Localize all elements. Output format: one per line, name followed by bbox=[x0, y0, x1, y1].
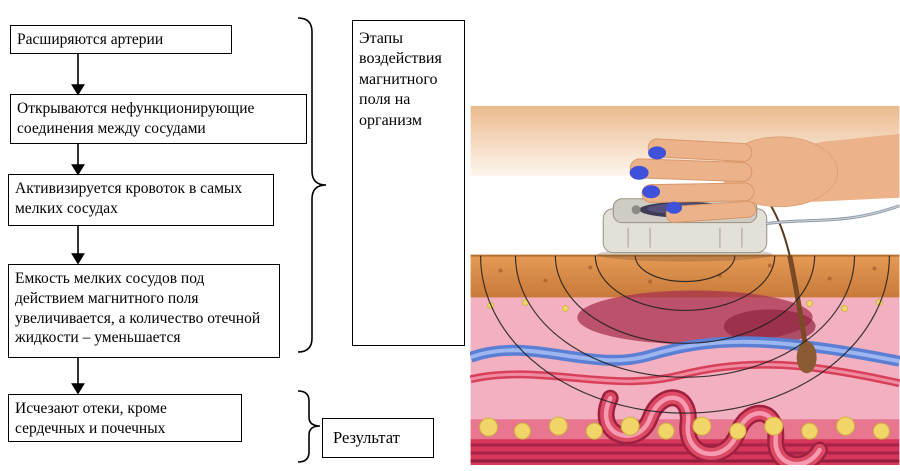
stages-label-box: Этапы воздействия магнитного поля на орг… bbox=[352, 20, 465, 346]
flow-arrow-4 bbox=[71, 358, 85, 395]
brace-stages bbox=[297, 17, 327, 353]
flow-arrow-1 bbox=[71, 54, 85, 96]
flow-step-5: Исчезают отеки, кроме сердечных и почечн… bbox=[8, 394, 242, 442]
device-button bbox=[631, 205, 641, 215]
fat-cells bbox=[479, 416, 890, 440]
illustration bbox=[468, 106, 900, 471]
flow-step-4: Емкость мелких сосудов под действием маг… bbox=[8, 264, 280, 358]
flow-step-2: Открываются нефункционирующие соединения… bbox=[10, 94, 307, 144]
epidermis-texture bbox=[498, 263, 877, 284]
magnetic-field-lines bbox=[479, 255, 891, 414]
inflamed-tissue-dark bbox=[723, 309, 816, 344]
fingernails bbox=[629, 146, 683, 214]
result-label-box: Результат bbox=[322, 418, 434, 458]
brace-result bbox=[297, 390, 321, 463]
flow-arrow-2 bbox=[71, 144, 85, 176]
device-cable bbox=[765, 204, 900, 226]
flow-step-1: Расширяются артерии bbox=[10, 25, 232, 54]
flow-arrow-3 bbox=[71, 226, 85, 265]
skin-cross-section bbox=[468, 203, 900, 471]
device-ridges bbox=[627, 227, 743, 248]
hand bbox=[629, 133, 900, 223]
illustration-canvas bbox=[468, 106, 900, 471]
fingers bbox=[629, 138, 757, 223]
skin-epidermis bbox=[470, 255, 900, 298]
hair-follicle bbox=[768, 203, 817, 374]
coiled-vessel bbox=[597, 389, 829, 471]
flow-step-3: Активизируется кровоток в самых мелких с… bbox=[8, 174, 274, 226]
artery-vessel bbox=[469, 360, 900, 388]
